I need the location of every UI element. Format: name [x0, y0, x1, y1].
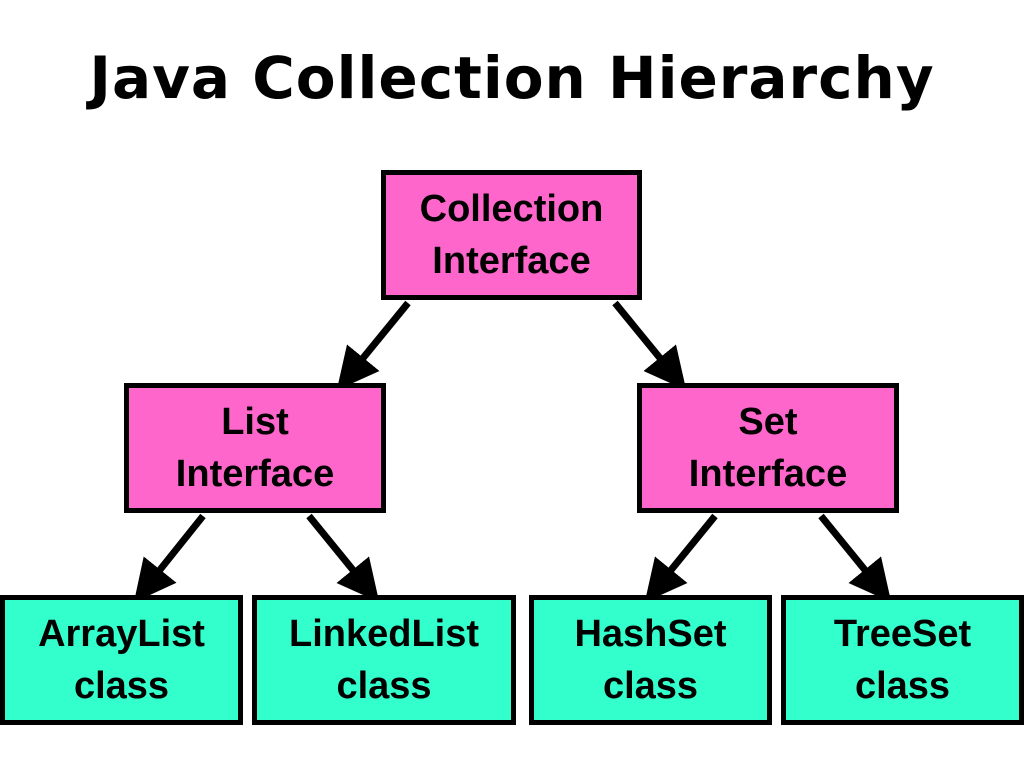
node-label-line2: Interface: [688, 453, 848, 495]
node-label-line2: class: [854, 665, 951, 707]
node-label-line2: Interface: [175, 453, 335, 495]
node-label-line1: HashSet: [574, 613, 727, 655]
collection-interface-box: Collection Interface: [381, 170, 642, 300]
linkedlist-class-box: LinkedList class: [252, 595, 516, 725]
arrow-collection-to-list: [336, 300, 411, 391]
arrow-set-to-hashset: [644, 513, 718, 603]
arrow-list-to-linkedlist: [306, 513, 380, 603]
treeset-class-box: TreeSet class: [781, 595, 1024, 725]
arrow-collection-to-set: [612, 300, 687, 391]
list-interface-box: List Interface: [124, 383, 386, 513]
node-label-line2: class: [73, 665, 170, 707]
node-label-line1: Collection: [419, 188, 604, 230]
node-label-line1: List: [221, 401, 289, 443]
node-label-line2: Interface: [432, 240, 591, 282]
diagram-title: Java Collection Hierarchy: [89, 44, 935, 112]
node-label-line1: LinkedList: [288, 613, 480, 655]
set-interface-box: Set Interface: [637, 383, 899, 513]
node-label-line1: TreeSet: [833, 613, 972, 655]
hashset-class-box: HashSet class: [529, 595, 772, 725]
arrow-set-to-treeset: [818, 513, 892, 603]
node-label-line1: ArrayList: [38, 613, 205, 655]
arrow-list-to-arraylist: [133, 513, 206, 603]
node-label-line2: class: [602, 665, 699, 707]
arraylist-class-box: ArrayList class: [0, 595, 243, 725]
node-label-line1: Set: [738, 401, 798, 443]
node-label-line2: class: [336, 665, 432, 707]
